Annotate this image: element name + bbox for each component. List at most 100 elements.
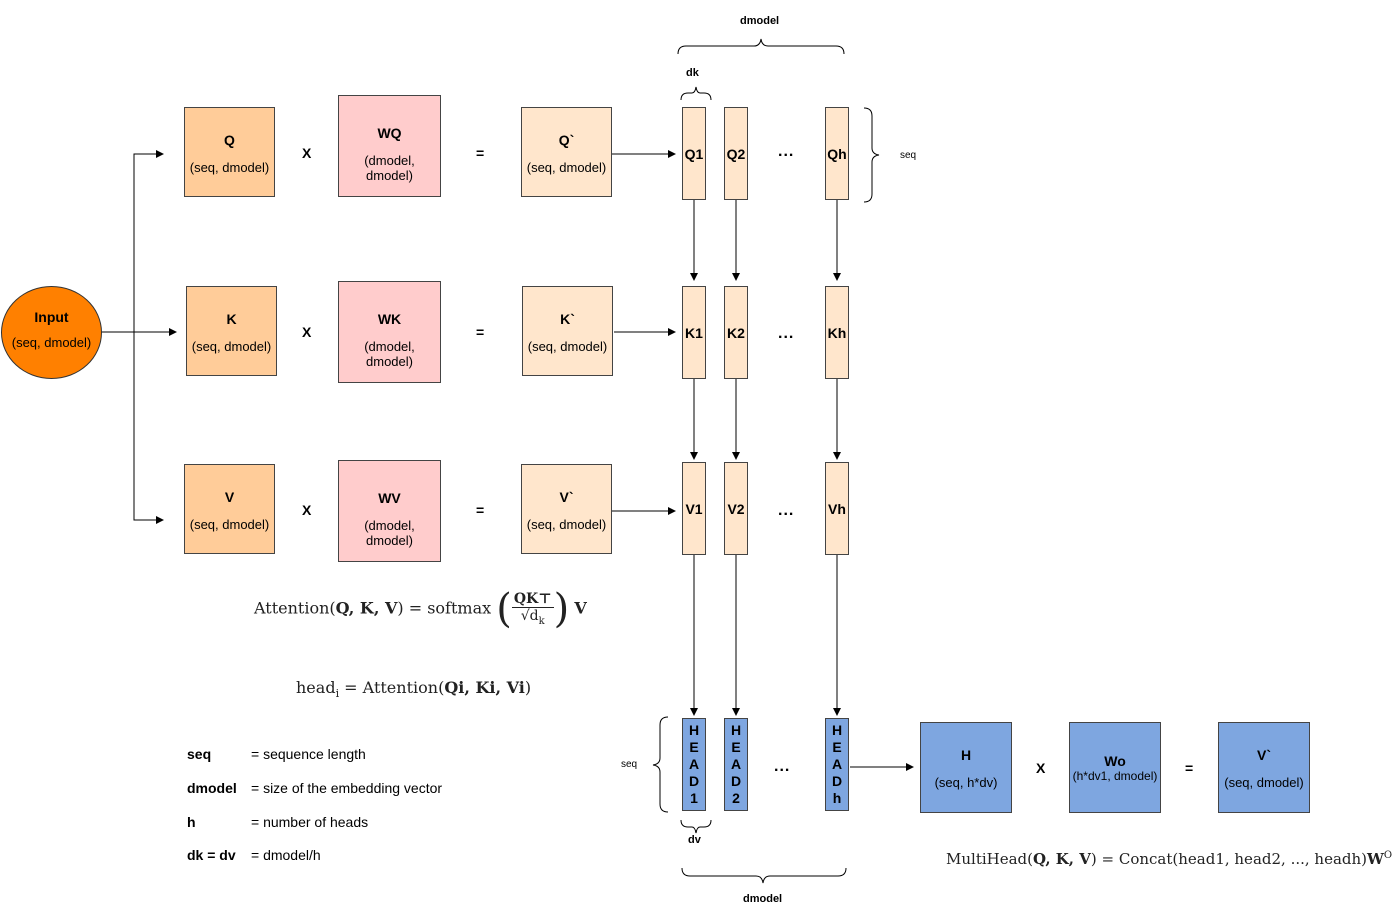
wv-title: WV [378, 490, 401, 506]
head-lhs: head [296, 678, 336, 697]
headh-bar: HEADh [825, 718, 849, 811]
attention-numerator: QK⊤ [511, 591, 554, 609]
vh-slice: Vh [825, 462, 849, 555]
top-dmodel-brace [677, 38, 845, 55]
head1-bar: HEAD1 [682, 718, 706, 811]
head-close: ) [524, 678, 532, 697]
vprime-shape: (seq, dmodel) [526, 517, 607, 532]
k-ellipsis: ... [778, 325, 795, 342]
dv-brace [680, 819, 712, 834]
wv-matrix-box: WV (dmodel, dmodel) [338, 460, 441, 562]
multihead-rhs: ) = Concat(head1, head2, ..., headh) [1090, 850, 1367, 868]
vprime-title: V` [559, 489, 574, 505]
head-rhs: = Attention( [339, 678, 445, 697]
legend-desc-dmodel: = size of the embedding vector [251, 780, 443, 796]
multihead-args: Q, K, V [1033, 850, 1091, 868]
legend-term-dmodel: dmodel [187, 780, 237, 796]
v-matrix-box: V (seq, dmodel) [184, 464, 275, 554]
legend-desc-seq: = sequence length [251, 746, 366, 762]
wk-shape: (dmodel, dmodel) [364, 339, 415, 369]
seq-left-label: seq [621, 759, 638, 770]
q-matrix-title: Q [224, 132, 235, 148]
k-matrix-title: K [226, 311, 237, 327]
input-title: Input [34, 309, 69, 325]
vprime-box: V` (seq, dmodel) [521, 464, 612, 554]
legend-term-dk-dv: dk = dv [187, 847, 236, 863]
top-dmodel-label: dmodel [740, 15, 780, 27]
h-shape: (seq, h*dv) [934, 775, 998, 790]
q-matrix-box: Q (seq, dmodel) [184, 107, 275, 197]
multihead-formula: MultiHead(Q, K, V) = Concat(head1, head2… [946, 850, 1392, 868]
seq-brace-right [863, 107, 880, 203]
kprime-shape: (seq, dmodel) [527, 339, 608, 354]
input-to-v-arrow [133, 332, 164, 524]
head-args: Qi, Ki, Vi [444, 678, 525, 697]
k-times-sign: X [302, 324, 312, 340]
seq-brace-left [652, 716, 669, 813]
q-matrix-shape: (seq, dmodel) [189, 160, 270, 175]
v-matrix-shape: (seq, dmodel) [189, 517, 270, 532]
head2-bar: HEAD2 [724, 718, 748, 811]
q-equals-sign: = [476, 145, 485, 161]
output-vprime-shape: (seq, dmodel) [1224, 775, 1304, 790]
qprime-shape: (seq, dmodel) [526, 160, 607, 175]
k-equals-sign: = [476, 324, 485, 340]
head-ellipsis: ... [774, 758, 791, 775]
q1-slice: Q1 [682, 107, 706, 200]
v1-slice: V1 [682, 462, 706, 555]
output-times-sign: X [1036, 760, 1046, 776]
kprime-title: K` [560, 311, 575, 327]
legend-term-h: h [187, 814, 196, 830]
attention-den-sub: k [538, 615, 545, 627]
h-title: H [960, 747, 972, 763]
input-node: Input (seq, dmodel) [1, 286, 102, 379]
k2-slice: K2 [724, 286, 748, 379]
q-ellipsis: ... [778, 143, 795, 160]
wo-shape: (h*dv1, dmodel) [1072, 769, 1158, 783]
wo-title: Wo [1104, 753, 1126, 769]
wq-shape: (dmodel, dmodel) [364, 153, 415, 183]
qprime-title: Q` [558, 132, 575, 148]
dk-label: dk [686, 67, 699, 79]
wk-matrix-box: WK (dmodel, dmodel) [338, 281, 441, 383]
q2-slice: Q2 [724, 107, 748, 200]
wq-title: WQ [377, 125, 402, 141]
attention-denominator: √d [520, 608, 539, 625]
head-sub: i [335, 687, 340, 701]
multihead-w: W [1367, 850, 1384, 868]
attention-lhs: Attention( [254, 598, 336, 618]
k-matrix-shape: (seq, dmodel) [191, 339, 272, 354]
legend-term-seq: seq [187, 746, 212, 762]
k1-slice: K1 [682, 286, 706, 379]
dv-label: dv [688, 834, 701, 846]
legend-desc-dk-dv: = dmodel/h [251, 847, 321, 863]
v2-slice: V2 [724, 462, 748, 555]
legend-desc-h: = number of heads [251, 814, 369, 830]
multihead-lhs: MultiHead( [946, 850, 1033, 868]
output-vprime-title: V` [1257, 747, 1271, 763]
v-matrix-title: V [224, 489, 235, 505]
headh-label: HEADh [829, 722, 845, 807]
head-formula: headi = Attention(Qi, Ki, Vi) [296, 678, 531, 700]
kh-slice: Kh [825, 286, 849, 379]
bottom-dmodel-label: dmodel [743, 893, 783, 905]
v-ellipsis: ... [778, 502, 795, 519]
head1-label: HEAD1 [686, 722, 702, 807]
attention-mid: ) = softmax [397, 598, 492, 618]
q-times-sign: X [302, 145, 312, 161]
wk-title: WK [377, 311, 402, 327]
dk-brace [680, 86, 712, 101]
input-to-q-arrow [133, 150, 164, 332]
qprime-box: Q` (seq, dmodel) [521, 107, 612, 197]
attention-args: Q, K, V [335, 598, 398, 618]
k-matrix-box: K (seq, dmodel) [186, 286, 277, 376]
seq-right-label: seq [900, 150, 917, 161]
wo-matrix-box: Wo (h*dv1, dmodel) [1069, 722, 1161, 813]
attention-v: V [574, 598, 587, 618]
multihead-sup: O [1383, 850, 1393, 861]
v-times-sign: X [302, 502, 312, 518]
h-matrix-box: H (seq, h*dv) [920, 722, 1012, 813]
head2-label: HEAD2 [728, 722, 744, 807]
wv-shape: (dmodel, dmodel) [364, 518, 415, 548]
